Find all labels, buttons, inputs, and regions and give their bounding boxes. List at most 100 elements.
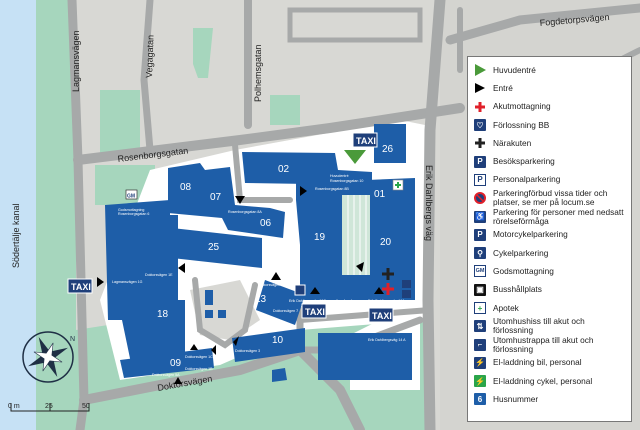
legend-item: ♿ Parkering för personer med nedsatt röre… bbox=[474, 207, 627, 225]
urgent-care-icon bbox=[474, 137, 486, 149]
road-erik-dahlbergs-vag bbox=[422, 0, 446, 430]
address-label: Doktorsvägen 3 bbox=[235, 349, 260, 353]
small-building bbox=[218, 310, 226, 318]
accessible-parking-icon: ♿ bbox=[474, 210, 486, 223]
road bbox=[192, 277, 258, 349]
legend-item: ⚡ El-laddning bil, personal bbox=[474, 354, 627, 372]
address-label: Rosenborgsgatan 8A bbox=[228, 210, 262, 214]
outdoor-stairs-icon: ⌐ bbox=[474, 338, 486, 351]
svg-text:50: 50 bbox=[82, 403, 90, 410]
road-fogdetorpsvagen bbox=[445, 3, 640, 45]
legend-label: Entré bbox=[493, 82, 513, 93]
building-number-02: 02 bbox=[278, 164, 290, 175]
address-label: Doktorsvägen 8 bbox=[258, 283, 283, 287]
svg-text:GM: GM bbox=[127, 194, 135, 200]
entrance-icon bbox=[374, 287, 384, 294]
legend-label: Utomhushiss till akut och förlossning bbox=[493, 316, 585, 336]
entrance-icon bbox=[356, 262, 364, 272]
green-area bbox=[270, 95, 300, 125]
bus-stop-icon: ▣ bbox=[474, 283, 486, 296]
small-building bbox=[272, 368, 287, 382]
bicycle-parking-icon: ⚲ bbox=[474, 247, 486, 260]
building-number-09: 09 bbox=[170, 358, 182, 369]
building-number-01: 01 bbox=[374, 189, 386, 200]
green-area bbox=[100, 90, 140, 155]
ev-charging-bike-icon: ⚡ bbox=[474, 375, 486, 388]
maternity-icon bbox=[294, 284, 306, 296]
address-label: Doktorsvägen 7 bbox=[273, 309, 298, 313]
scale-bar: 0 m 25 50 bbox=[8, 403, 90, 412]
street-label-vegagatan: Vegagatan bbox=[144, 35, 155, 78]
taxi-sign: TAXI bbox=[301, 303, 327, 319]
main-entrance-icon[interactable] bbox=[344, 150, 366, 164]
legend-item: ⚡ El-laddning cykel, personal bbox=[474, 372, 627, 390]
street-label-erik-dahlbergs-vag: Erik Dahlbergs väg bbox=[424, 165, 434, 241]
address-label: Ambulans- bbox=[335, 300, 364, 306]
address-label: Erik Dahlbergsväg 16C bbox=[289, 299, 326, 303]
address-label: Rosenborgsgatan 10 bbox=[330, 179, 363, 183]
taxi-sign: TAXI bbox=[352, 132, 378, 148]
entrance-icon bbox=[233, 336, 239, 346]
svg-text:TAXI: TAXI bbox=[356, 136, 376, 146]
emergency-icon bbox=[474, 101, 486, 113]
entrance-icon bbox=[474, 82, 486, 94]
ev-charging-car-icon: ⚡ bbox=[474, 356, 486, 369]
legend-label: Akutmottagning bbox=[493, 101, 551, 112]
emergency-icon bbox=[382, 283, 394, 295]
staff-parking-icon: P bbox=[474, 173, 486, 186]
entrance-icon bbox=[310, 287, 320, 294]
entrance-icon bbox=[190, 344, 198, 350]
address-label: Doktorsvägen 1B bbox=[185, 367, 213, 371]
legend-item: Huvudentré bbox=[474, 61, 627, 79]
address-label: Rosenborgsgatan 6 bbox=[118, 212, 149, 216]
small-building bbox=[205, 310, 213, 318]
legend-item: Entré bbox=[474, 79, 627, 97]
building-erik-14a bbox=[318, 333, 412, 380]
entrance-icon bbox=[211, 345, 216, 355]
address-label: Huvudentré bbox=[330, 174, 349, 178]
legend-item: Närakuten bbox=[474, 134, 627, 152]
address-label: Doktorsvägen 1E bbox=[145, 273, 173, 277]
address-label: Lagmansvägen 1G bbox=[112, 280, 143, 284]
road-vegagatan bbox=[140, 0, 154, 154]
taxi-sign: TAXI bbox=[368, 307, 394, 323]
legend-label: Huvudentré bbox=[493, 64, 536, 75]
legend-label: Godsmottagning bbox=[493, 265, 554, 276]
entrance-icon bbox=[235, 196, 245, 204]
legend-label: Närakuten bbox=[493, 137, 532, 148]
building-08-07 bbox=[168, 163, 285, 238]
outdoor-elevator-icon bbox=[402, 290, 411, 298]
legend-item: Parkeringförbud vissa tider och platser,… bbox=[474, 189, 627, 207]
legend-label: Parkering för personer med nedsatt rörel… bbox=[493, 206, 624, 226]
legend-item: ♡Förlossning BB bbox=[474, 116, 627, 134]
address-label: Godsmottagning bbox=[118, 208, 144, 212]
entrances[interactable] bbox=[97, 186, 384, 384]
entrance-icon bbox=[97, 277, 104, 287]
legend-item: ⌐ Utomhustrappa till akut och förlossning bbox=[474, 335, 627, 353]
legend-label: El-laddning bil, personal bbox=[493, 357, 582, 368]
canal-water bbox=[0, 0, 36, 430]
svg-text:25: 25 bbox=[45, 403, 53, 410]
legend-item: GM Godsmottagning bbox=[474, 262, 627, 280]
street-label-lagmansvagen: Lagmansvägen bbox=[71, 30, 81, 92]
courtyard-stripes bbox=[342, 195, 370, 275]
address-label: Doktorsvägen 5A bbox=[152, 373, 180, 377]
legend-label: Motorcykelparkering bbox=[493, 229, 568, 240]
legend-item: ▣Busshållplats bbox=[474, 281, 627, 299]
entrance-icon bbox=[174, 377, 182, 384]
courtyard-stripe-lines bbox=[347, 195, 367, 275]
entrance-icon bbox=[271, 272, 281, 280]
building-number-25: 25 bbox=[208, 242, 220, 253]
legend-item: Akutmottagning bbox=[474, 98, 627, 116]
address-label: Erik Dahlbergsväg 14 A bbox=[368, 338, 406, 342]
legend-label: Besöksparkering bbox=[493, 156, 555, 167]
urgent-care-icon bbox=[382, 268, 394, 280]
pharmacy-icon: + bbox=[474, 302, 486, 314]
goods-reception-icon: GM bbox=[474, 265, 486, 278]
legend-label: El-laddning cykel, personal bbox=[493, 375, 593, 386]
legend-label: Utomhustrappa till akut och förlossning bbox=[493, 334, 594, 354]
legend-label: Husnummer bbox=[493, 393, 539, 404]
